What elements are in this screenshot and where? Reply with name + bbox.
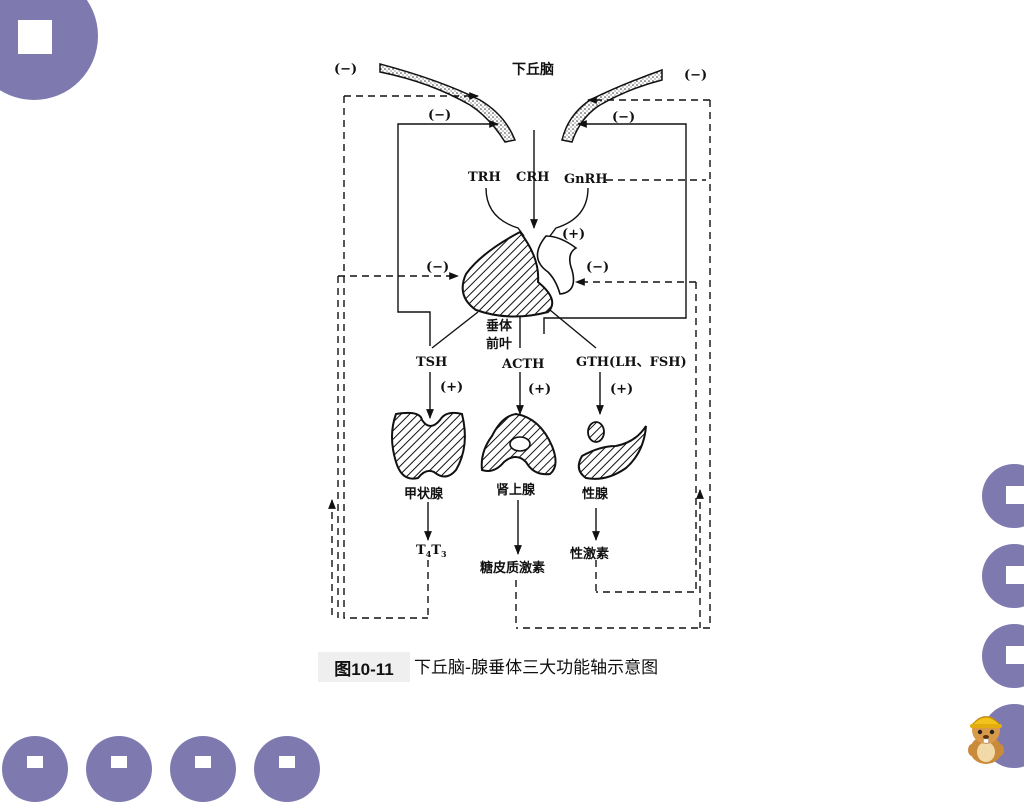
plus-label-gth: (+)	[610, 382, 633, 397]
figure-caption: 下丘脑-腺垂体三大功能轴示意图	[414, 658, 659, 678]
hypothalamus-left-wall	[379, 63, 517, 143]
figure-number: 图10-11	[318, 652, 410, 682]
gth-leader	[549, 309, 597, 349]
sex-hormone-label: 性激素	[570, 546, 609, 562]
minus-label-pituitary-right: (−)	[586, 260, 609, 275]
minus-label-top-left: (−)	[334, 62, 357, 77]
slide-square-icon	[111, 756, 127, 768]
slide-square-icon	[195, 756, 211, 768]
gth-label: GTH(LH、FSH)	[576, 355, 687, 370]
pituitary-label-line1: 垂体	[486, 318, 513, 334]
gonad-label: 性腺	[582, 486, 609, 502]
pituitary-label-line2: 前叶	[486, 336, 512, 352]
posterior-pituitary	[536, 235, 578, 295]
tsh-label: TSH	[416, 355, 447, 370]
t4-t3-label: T4T3	[416, 543, 447, 559]
mid-feedback-right	[596, 282, 697, 593]
crh-label: CRH	[516, 170, 549, 185]
slide-square-icon	[1006, 566, 1024, 584]
outer-feedback-left	[343, 96, 428, 619]
trh-label: TRH	[468, 170, 501, 185]
tsh-leader	[431, 311, 479, 349]
hypothalamus-right-wall	[561, 68, 663, 143]
slide-square-icon	[27, 756, 43, 768]
minus-label-trh: (−)	[428, 108, 451, 123]
adrenal-medulla	[509, 436, 531, 452]
thyroid-label: 甲状腺	[404, 486, 444, 502]
tsh-inner-loop	[397, 120, 499, 346]
minus-label-pituitary-left: (−)	[426, 260, 449, 275]
gonad-small	[587, 421, 605, 443]
gth-inner-loop	[543, 120, 687, 334]
beaver-mascot-icon	[968, 716, 1004, 764]
gonad-gland	[577, 425, 647, 480]
gnrh-stalk	[549, 187, 589, 237]
plus-label-tsh: (+)	[440, 380, 463, 395]
slide-square-icon	[1006, 646, 1024, 664]
gnrh-label: GnRH	[564, 172, 608, 187]
slide-square-icon	[279, 756, 295, 768]
adrenal-label: 肾上腺	[496, 482, 536, 498]
plus-label-pituitary: (+)	[562, 227, 585, 242]
hpa-axes-diagram: 下丘脑 (−) (−) (−) (−) TRH CRH GnRH (+) (−)…	[328, 61, 711, 629]
hypothalamus-label: 下丘脑	[512, 61, 554, 78]
slide-square-icon	[18, 20, 52, 54]
trh-stalk	[485, 187, 525, 237]
outer-feedback-right	[516, 100, 711, 629]
minus-label-gnrh: (−)	[612, 110, 635, 125]
slide-square-icon	[1006, 486, 1024, 504]
plus-label-acth: (+)	[528, 382, 551, 397]
thyroid-gland	[391, 411, 466, 480]
minus-label-top-right: (−)	[684, 68, 707, 83]
anterior-pituitary	[461, 230, 554, 318]
acth-label: ACTH	[501, 357, 544, 372]
glucocorticoid-label: 糖皮质激素	[480, 560, 545, 576]
